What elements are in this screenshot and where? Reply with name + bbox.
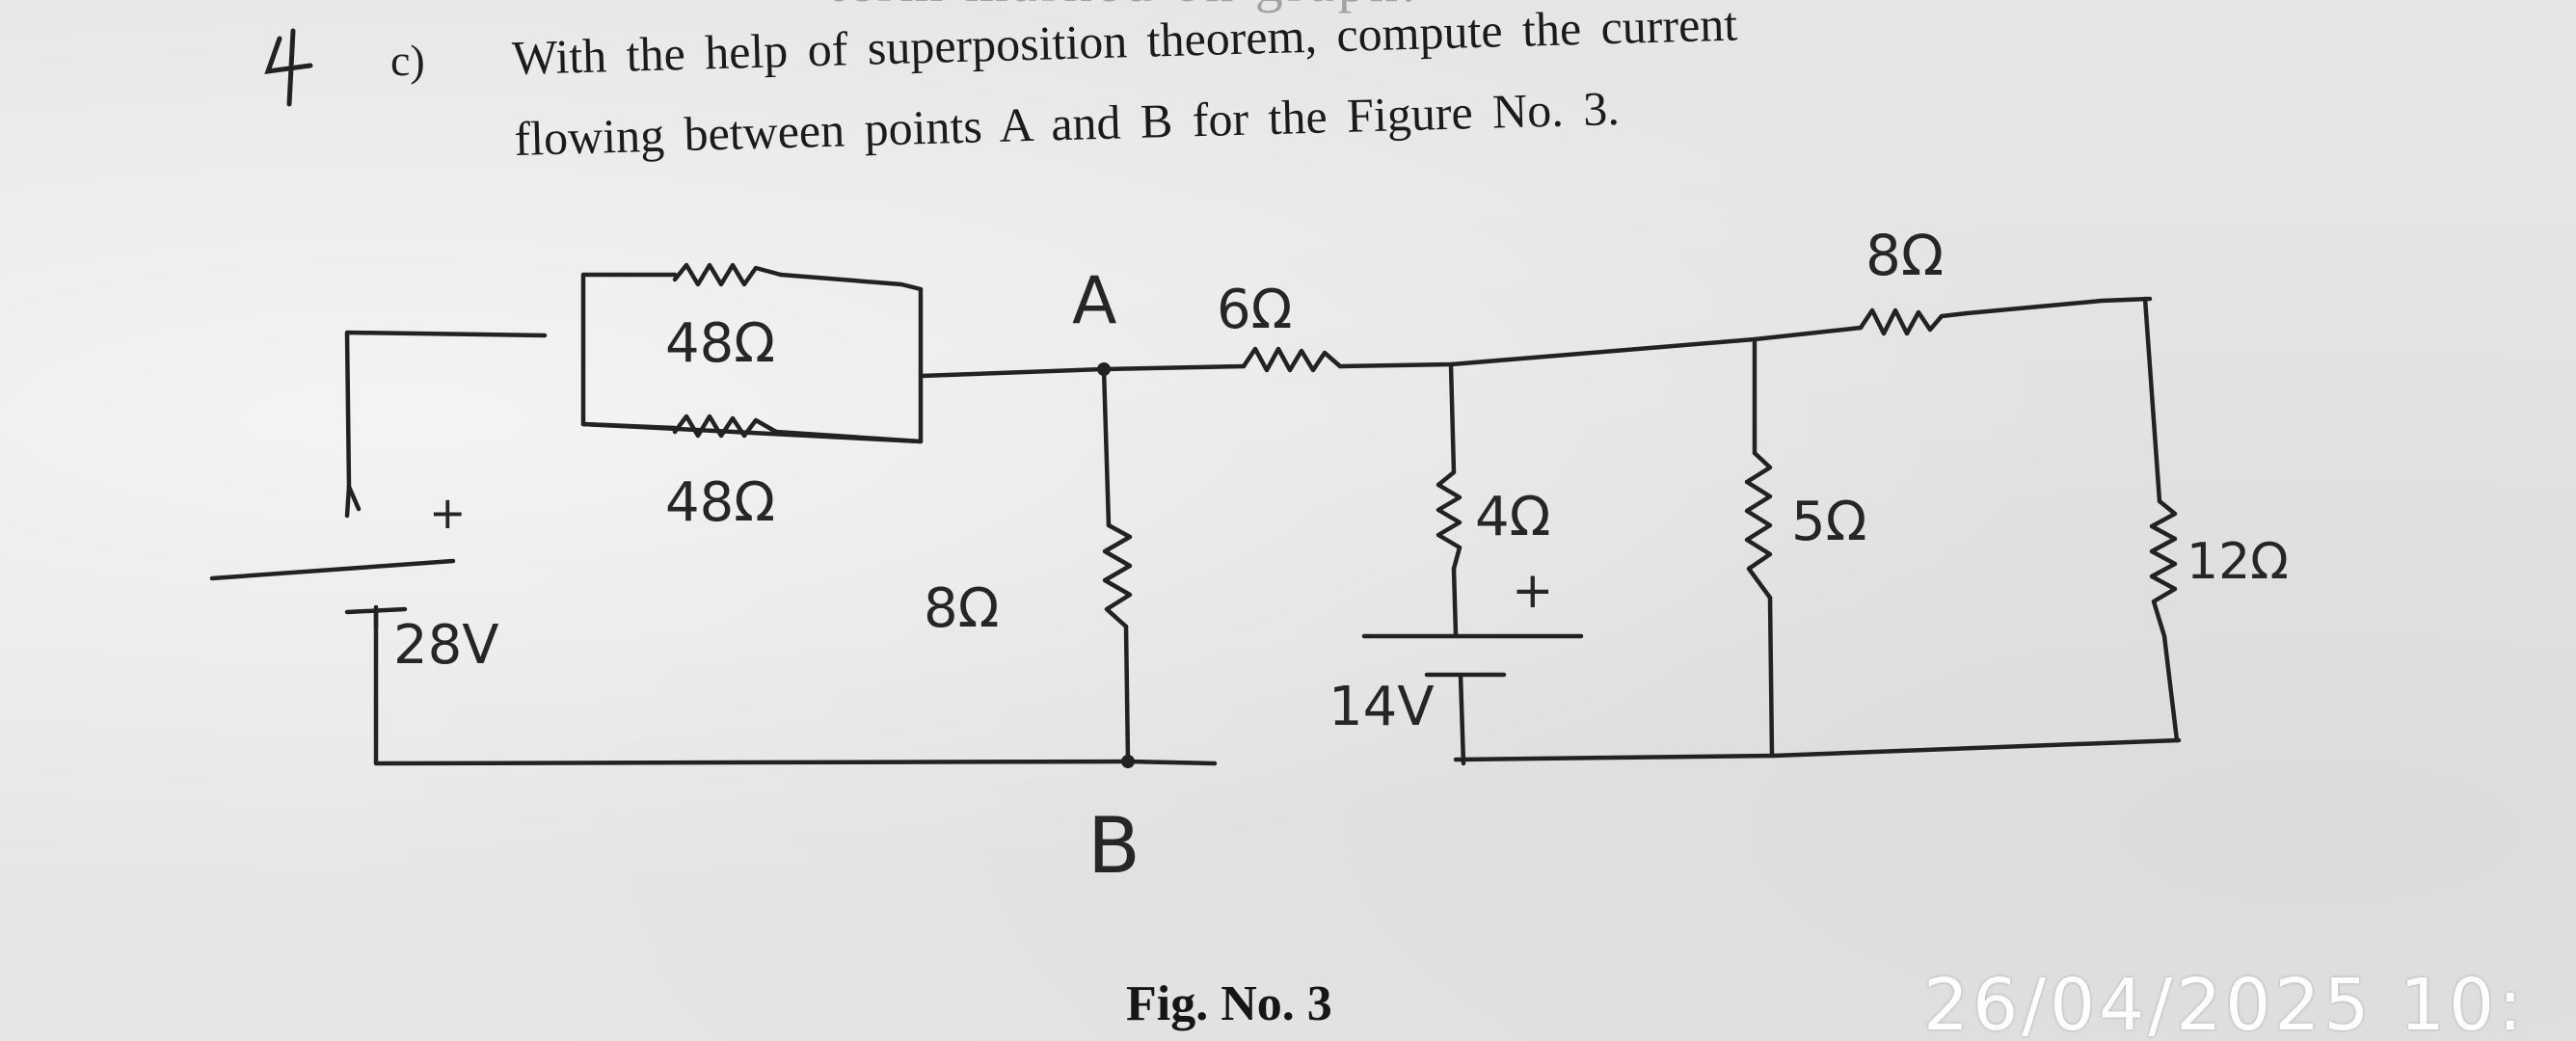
resistor-5-label: 5Ω — [1791, 491, 1866, 553]
resistor-6-zigzag — [1241, 346, 1343, 373]
resistor-6-label: 6Ω — [1217, 279, 1292, 341]
wire-parallel-box — [580, 272, 924, 444]
node-b-junction — [1121, 755, 1135, 768]
resistor-4-zigzag — [1436, 469, 1462, 572]
resistor-12-zigzag — [2149, 498, 2178, 639]
wire-left-vertical — [344, 484, 1131, 766]
question-margin-mark — [264, 28, 313, 107]
resistor-12-label: 12Ω — [2187, 533, 2289, 591]
resistor-48-bottom-label: 48Ω — [665, 471, 775, 534]
wire-parallel-bottom — [580, 421, 924, 444]
photo-timestamp: 26/04/2025 10: — [1923, 964, 2527, 1041]
battery-14v-label: 14V — [1328, 676, 1435, 738]
node-a-label: A — [1072, 263, 1117, 339]
resistor-48-bottom-zigzag — [672, 414, 779, 439]
figure-caption: Fig. No. 3 — [1126, 976, 1332, 1031]
battery-28v-plate-long — [209, 558, 456, 581]
battery-14v-plus-sign: + — [1512, 562, 1554, 620]
wire-4ohm-branch — [1448, 361, 1459, 637]
resistor-4-label: 4Ω — [1475, 486, 1550, 548]
wire-ab-branch — [1101, 366, 1131, 764]
battery-28v-plate-short — [344, 606, 408, 629]
page-header-partial: term marked on graph. — [829, 0, 1419, 14]
resistor-48-top-zigzag — [672, 262, 784, 287]
resistor-8-ab-label: 8Ω — [924, 577, 999, 640]
battery-28v-plus-sign: + — [429, 487, 467, 539]
wire-right-vertical — [2142, 296, 2180, 743]
wire-top-left — [344, 330, 548, 512]
resistor-8-ab-zigzag — [1102, 522, 1133, 629]
resistor-8-top-zigzag — [1858, 307, 1970, 336]
battery-14v-plate-short — [1424, 672, 1507, 766]
question-label: c) — [390, 36, 425, 85]
battery-28v-label: 28V — [393, 614, 499, 677]
resistor-8-top-label: 8Ω — [1865, 223, 1944, 288]
node-b-label: B — [1087, 801, 1140, 891]
resistor-48-top-label: 48Ω — [665, 312, 775, 375]
wire-bottom — [1125, 737, 2182, 766]
resistor-5-zigzag — [1744, 450, 1773, 601]
wire-5ohm-branch — [1752, 336, 1775, 759]
node-a-junction — [1097, 362, 1111, 376]
